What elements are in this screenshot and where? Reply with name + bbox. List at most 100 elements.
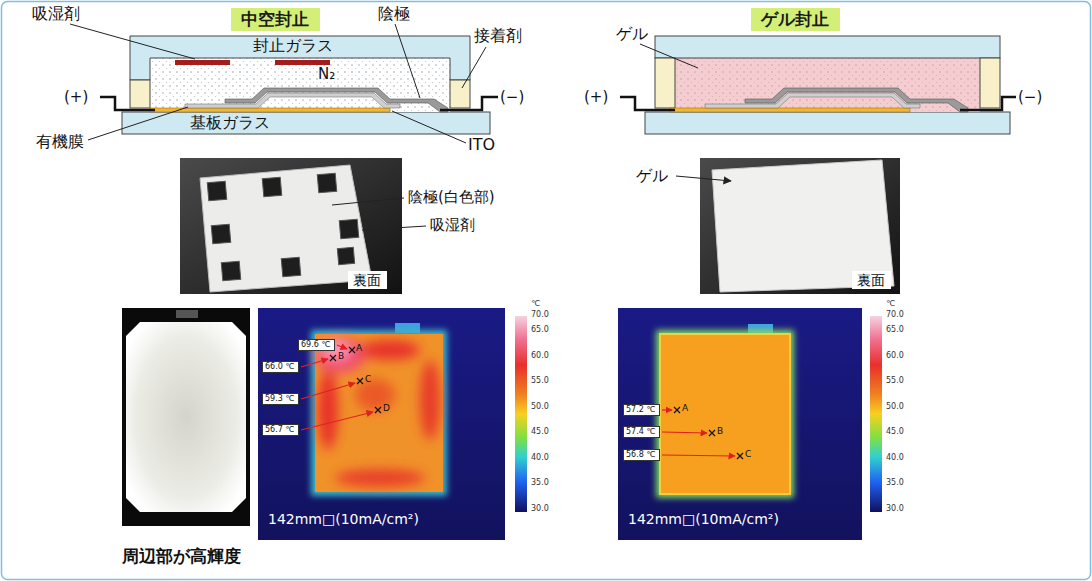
measure-cross <box>357 378 363 384</box>
scale-value: 40.0 <box>886 454 904 462</box>
callout-arrow <box>662 432 707 433</box>
point-letter: C <box>745 450 751 459</box>
scale-value: 55.0 <box>531 377 549 385</box>
scale-value: 70.0 <box>886 311 904 319</box>
callout-arrow <box>301 359 328 367</box>
scale-value: 60.0 <box>886 352 904 360</box>
part-label: 接着剤 <box>474 28 522 44</box>
panel-edge-glow <box>311 330 447 496</box>
photo-background <box>122 308 250 526</box>
photo-label: 吸湿剤 <box>430 218 475 233</box>
measure-cross <box>709 430 715 436</box>
section-title: ゲル封止 <box>751 8 840 31</box>
adhesive <box>450 80 470 108</box>
leader-lines <box>70 24 486 143</box>
measure-cross <box>375 407 381 413</box>
box-text: 69.6 ℃ <box>301 341 330 349</box>
leader-line <box>392 111 466 143</box>
panel-edge-glow <box>656 330 794 498</box>
unit-label: ℃ <box>531 300 540 308</box>
desiccant-pad <box>221 261 241 281</box>
organic-film <box>185 93 400 108</box>
thermal-background <box>618 308 862 540</box>
desiccant <box>275 60 330 65</box>
size-note: 142mm□(10mA/cm²) <box>628 512 779 526</box>
adhesive <box>980 58 1000 108</box>
box-text: 裏面 <box>353 273 381 287</box>
leader-line <box>362 226 426 230</box>
callout-arrow <box>662 409 672 410</box>
leader-line <box>332 198 404 205</box>
cathode <box>745 88 968 112</box>
photo-caption: 周辺部が高輝度 <box>122 548 241 565</box>
box-text: 57.2 ℃ <box>626 406 655 414</box>
callout-arrow <box>301 412 373 430</box>
hollow-seal-section <box>70 24 498 143</box>
box-text: 66.0 ℃ <box>265 363 294 371</box>
desiccant-pad <box>337 247 354 264</box>
desiccant-pad <box>211 224 231 244</box>
box-text: 裏面 <box>857 273 885 287</box>
photo-label: 陰極(白色部) <box>408 190 495 205</box>
point-letter: A <box>356 344 362 353</box>
scale-value: 55.0 <box>886 377 904 385</box>
temperature-callout: 69.6 ℃ <box>298 339 335 351</box>
point-letter: B <box>717 427 723 436</box>
scale-value: 30.0 <box>886 505 904 513</box>
measure-points <box>330 347 381 413</box>
callout-arrow <box>662 455 735 456</box>
scale-value: 65.0 <box>531 326 549 334</box>
sealing-glass <box>655 36 1000 58</box>
leader-line <box>395 24 420 98</box>
box-text: 56.7 ℃ <box>265 426 294 434</box>
color-scale-bar <box>870 316 882 512</box>
terminal-label: (−) <box>500 90 524 105</box>
photo-tag: 裏面 <box>348 271 387 289</box>
section-title: 中空封止 <box>231 8 320 31</box>
temperature-callout: 59.3 ℃ <box>262 393 299 405</box>
scale-value: 45.0 <box>886 428 904 436</box>
organic-film <box>705 93 920 108</box>
box-text: ゲル封止 <box>761 11 829 28</box>
callout-arrows <box>301 345 373 430</box>
desiccant-pad <box>317 173 337 193</box>
measure-cross <box>330 355 336 361</box>
scale-value: 35.0 <box>531 479 549 487</box>
size-note: 142mm□(10mA/cm²) <box>268 512 419 526</box>
gel-back-photo <box>676 158 900 294</box>
thermal-panel <box>315 334 443 492</box>
callout-arrow <box>337 345 347 349</box>
measure-cross <box>349 347 355 353</box>
scale-value: 50.0 <box>531 403 549 411</box>
lit-panel <box>126 322 246 512</box>
panel-tab <box>176 310 198 318</box>
hot-spot <box>335 469 425 487</box>
scale-value: 35.0 <box>886 479 904 487</box>
cathode-lead <box>960 97 1016 110</box>
cathode-lead <box>440 97 498 110</box>
scale-value: 45.0 <box>531 428 549 436</box>
hot-spots <box>314 337 440 487</box>
temperature-callout: 56.7 ℃ <box>262 424 299 436</box>
temperature-callout: 57.2 ℃ <box>623 404 660 416</box>
ito-layer <box>670 108 910 112</box>
color-scale-bar <box>515 316 527 512</box>
hollow-thermal-image <box>258 308 527 540</box>
cathode-panel <box>200 165 372 292</box>
leader-line <box>88 107 188 140</box>
thermal-panel <box>660 334 790 494</box>
hot-spot <box>420 360 440 440</box>
sealing-glass <box>130 36 470 80</box>
scale-value: 65.0 <box>886 326 904 334</box>
photo-background <box>180 158 402 294</box>
unit-label: ℃ <box>886 300 895 308</box>
anode-lead <box>100 97 155 110</box>
part-label: 封止ガラス <box>253 38 333 54</box>
oled-layers <box>670 88 968 112</box>
photo-background <box>700 158 900 294</box>
part-label: 吸湿剤 <box>32 6 80 22</box>
adhesive <box>130 80 150 108</box>
point-letter: D <box>383 404 390 413</box>
